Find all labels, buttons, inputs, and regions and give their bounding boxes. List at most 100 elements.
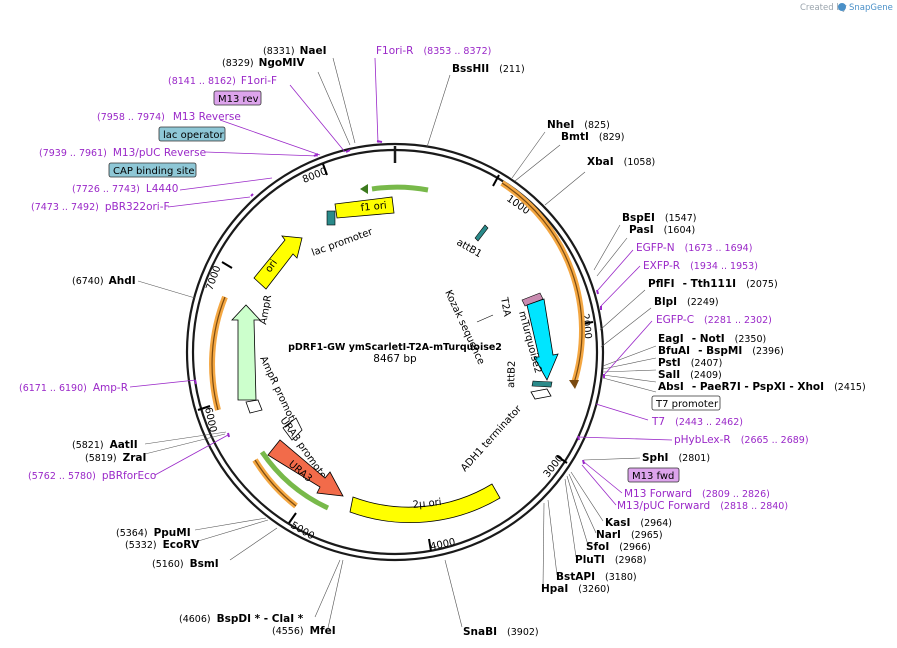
credit-brand: SnapGene [849, 3, 893, 13]
lac-promoter-label: lac promoter [310, 226, 375, 259]
primer-m13-reverse: (7958 .. 7974)M13 Reverse [97, 111, 241, 123]
ura3-arrow [267, 439, 344, 497]
enzyme-sfoi: SfoI(2966) [586, 541, 651, 553]
attb2-marker [531, 380, 553, 388]
primer-phyblex-r: pHybLex-R(2665 .. 2689) [674, 434, 809, 446]
primer-f1ori-r: F1ori-R(8353 .. 8372) [376, 45, 491, 57]
enzyme-snabi: SnaBI(3902) [463, 626, 539, 638]
m13-rev-label: M13 rev [218, 94, 259, 105]
primer-t7: T7(2443 .. 2462) [651, 416, 743, 428]
tick-label-4000: 4000 [429, 537, 456, 553]
lac-green-arrow [371, 184, 429, 193]
lac-operator-label: lac operator [163, 130, 224, 141]
enzyme-ppumi: (5364)PpuMI [116, 527, 191, 539]
cap-binding-site-label: CAP binding site [113, 166, 195, 177]
ampr-label: AmpR [258, 294, 274, 325]
enzyme-pflfi-tth111i: PflFI- Tth111I(2075) [648, 278, 778, 290]
t2a-label: T2A [498, 296, 512, 318]
enzyme-bstapi: BstAPI(3180) [556, 571, 637, 583]
enzyme-sali: SalI(2409) [658, 369, 722, 381]
enzyme-bmti: BmtI(829) [561, 131, 624, 143]
primer-m13-puc-forward: M13/pUC Forward(2818 .. 2840) [617, 500, 788, 512]
enzyme-nhei: NheI(825) [547, 119, 610, 131]
tick-label-6000: 6000 [202, 406, 218, 433]
enzyme-hpai: HpaI(3260) [541, 583, 610, 595]
tick-label-8000: 8000 [301, 166, 329, 186]
enzyme-mfei: (4556)MfeI [272, 625, 336, 637]
primer-leader-lines [129, 57, 673, 506]
tick-1000 [492, 174, 500, 187]
primer-m13-puc-reverse: (7939 .. 7961)M13/pUC Reverse [39, 147, 206, 159]
cap-binding-site-box [108, 162, 197, 178]
attb1-marker [474, 224, 489, 242]
primer-l4440: (7726 .. 7743)L4440 [72, 183, 178, 195]
tick-6000 [197, 405, 211, 411]
enzyme-xbai: XbaI(1058) [587, 156, 655, 168]
enzyme-ahdi: (6740)AhdI [72, 275, 136, 287]
enzyme-eagi-noti: EagI- NotI(2350) [658, 333, 766, 345]
f1-ori-label: f1 ori [360, 200, 387, 214]
m13-rev-box [213, 90, 262, 106]
enzyme-zrai: (5819)ZraI [85, 452, 146, 464]
m13-fwd-box [627, 467, 680, 483]
plasmid-name: pDRF1-GW ymScarletI-T2A-mTurquoise2 [288, 342, 502, 353]
backbone-outer-ring [185, 142, 605, 562]
tick-8000 [322, 163, 328, 176]
orange-region-arrowhead [569, 380, 579, 389]
primer-egfp-n: EGFP-N(1673 .. 1694) [636, 242, 752, 254]
enzyme-blpi: BlpI(2249) [654, 296, 719, 308]
mturquoise2-arrow [526, 298, 559, 381]
enzyme-aatii: (5821)AatII [72, 439, 138, 451]
f1-ori-arrow [334, 196, 395, 219]
snapgene-logo-icon [838, 3, 846, 11]
orange-region-lower-core [254, 459, 297, 507]
primer-markers [194, 140, 605, 465]
attb1-label: attB1 [455, 237, 484, 260]
enzyme-pasi: PasI(1604) [629, 224, 695, 236]
enzyme-kasi: KasI(2964) [605, 517, 672, 529]
tick-7000 [221, 261, 233, 269]
two-mu-ori-label: 2μ ori [412, 497, 442, 511]
kozak-label: Kozak sequence [442, 289, 486, 367]
enzyme-bspdi-clai: (4606)BspDI * - ClaI * [179, 613, 304, 625]
scale-ticks [197, 163, 594, 552]
m13-fwd-label: M13 fwd [632, 471, 674, 482]
tick-label-7000: 7000 [204, 264, 223, 292]
primer-amp-r: (6171 .. 6190)Amp-R [19, 382, 128, 394]
adh1-terminator-arrow [530, 388, 552, 400]
attb2-label: attB2 [506, 361, 518, 389]
enzyme-leader-lines [137, 57, 657, 629]
two-mu-ori-arrow [349, 483, 501, 524]
enzyme-bsshii: BssHII(211) [452, 63, 525, 75]
enzyme-ngomiv: (8329)NgoMIV [222, 57, 305, 69]
primer-f1ori-f: (8141 .. 8162)F1ori-F [168, 75, 277, 87]
orange-region-left-core [211, 296, 226, 411]
t7-promoter-label: T7 promoter [655, 399, 719, 410]
ura3-green-arrow [259, 450, 330, 511]
ori-arrow [253, 235, 303, 290]
plasmid-length: 8467 bp [373, 353, 417, 365]
primer-egfp-c: EGFP-C(2281 .. 2302) [656, 314, 772, 326]
adh1-terminator-label: ADH1 terminator [459, 403, 524, 474]
primer-pbrforeco: (5762 .. 5780)pBRforEco [28, 470, 156, 482]
enzyme-bfuai-bspmi: BfuAI- BspMI(2396) [658, 345, 784, 357]
tick-3000 [556, 455, 568, 464]
ampr-arrow [231, 304, 261, 401]
enzyme-bsmi: (5160)BsmI [152, 558, 219, 570]
enzyme-nari: NarI(2965) [596, 529, 663, 541]
t7-promoter-box [651, 395, 721, 411]
credit-prefix: Created by [800, 3, 847, 13]
lac-operator-box [158, 126, 226, 142]
ura3-promoter-arrow [282, 417, 303, 441]
primer-exfp-r: EXFP-R(1934 .. 1953) [643, 260, 758, 272]
enzyme-ecorv: (5332)EcoRV [125, 539, 200, 551]
lac-green-arrowhead [360, 184, 368, 194]
tick-4000 [428, 538, 432, 552]
enzyme-naei: (8331)NaeI [263, 45, 327, 57]
enzyme-absi-xhoi: AbsI- PaeR7I - PspXI - XhoI(2415) [658, 381, 866, 393]
enzyme-pluti: PluTI(2968) [575, 554, 646, 566]
lac-operator-marker [326, 210, 336, 226]
enzyme-sphi: SphI(2801) [642, 452, 710, 464]
